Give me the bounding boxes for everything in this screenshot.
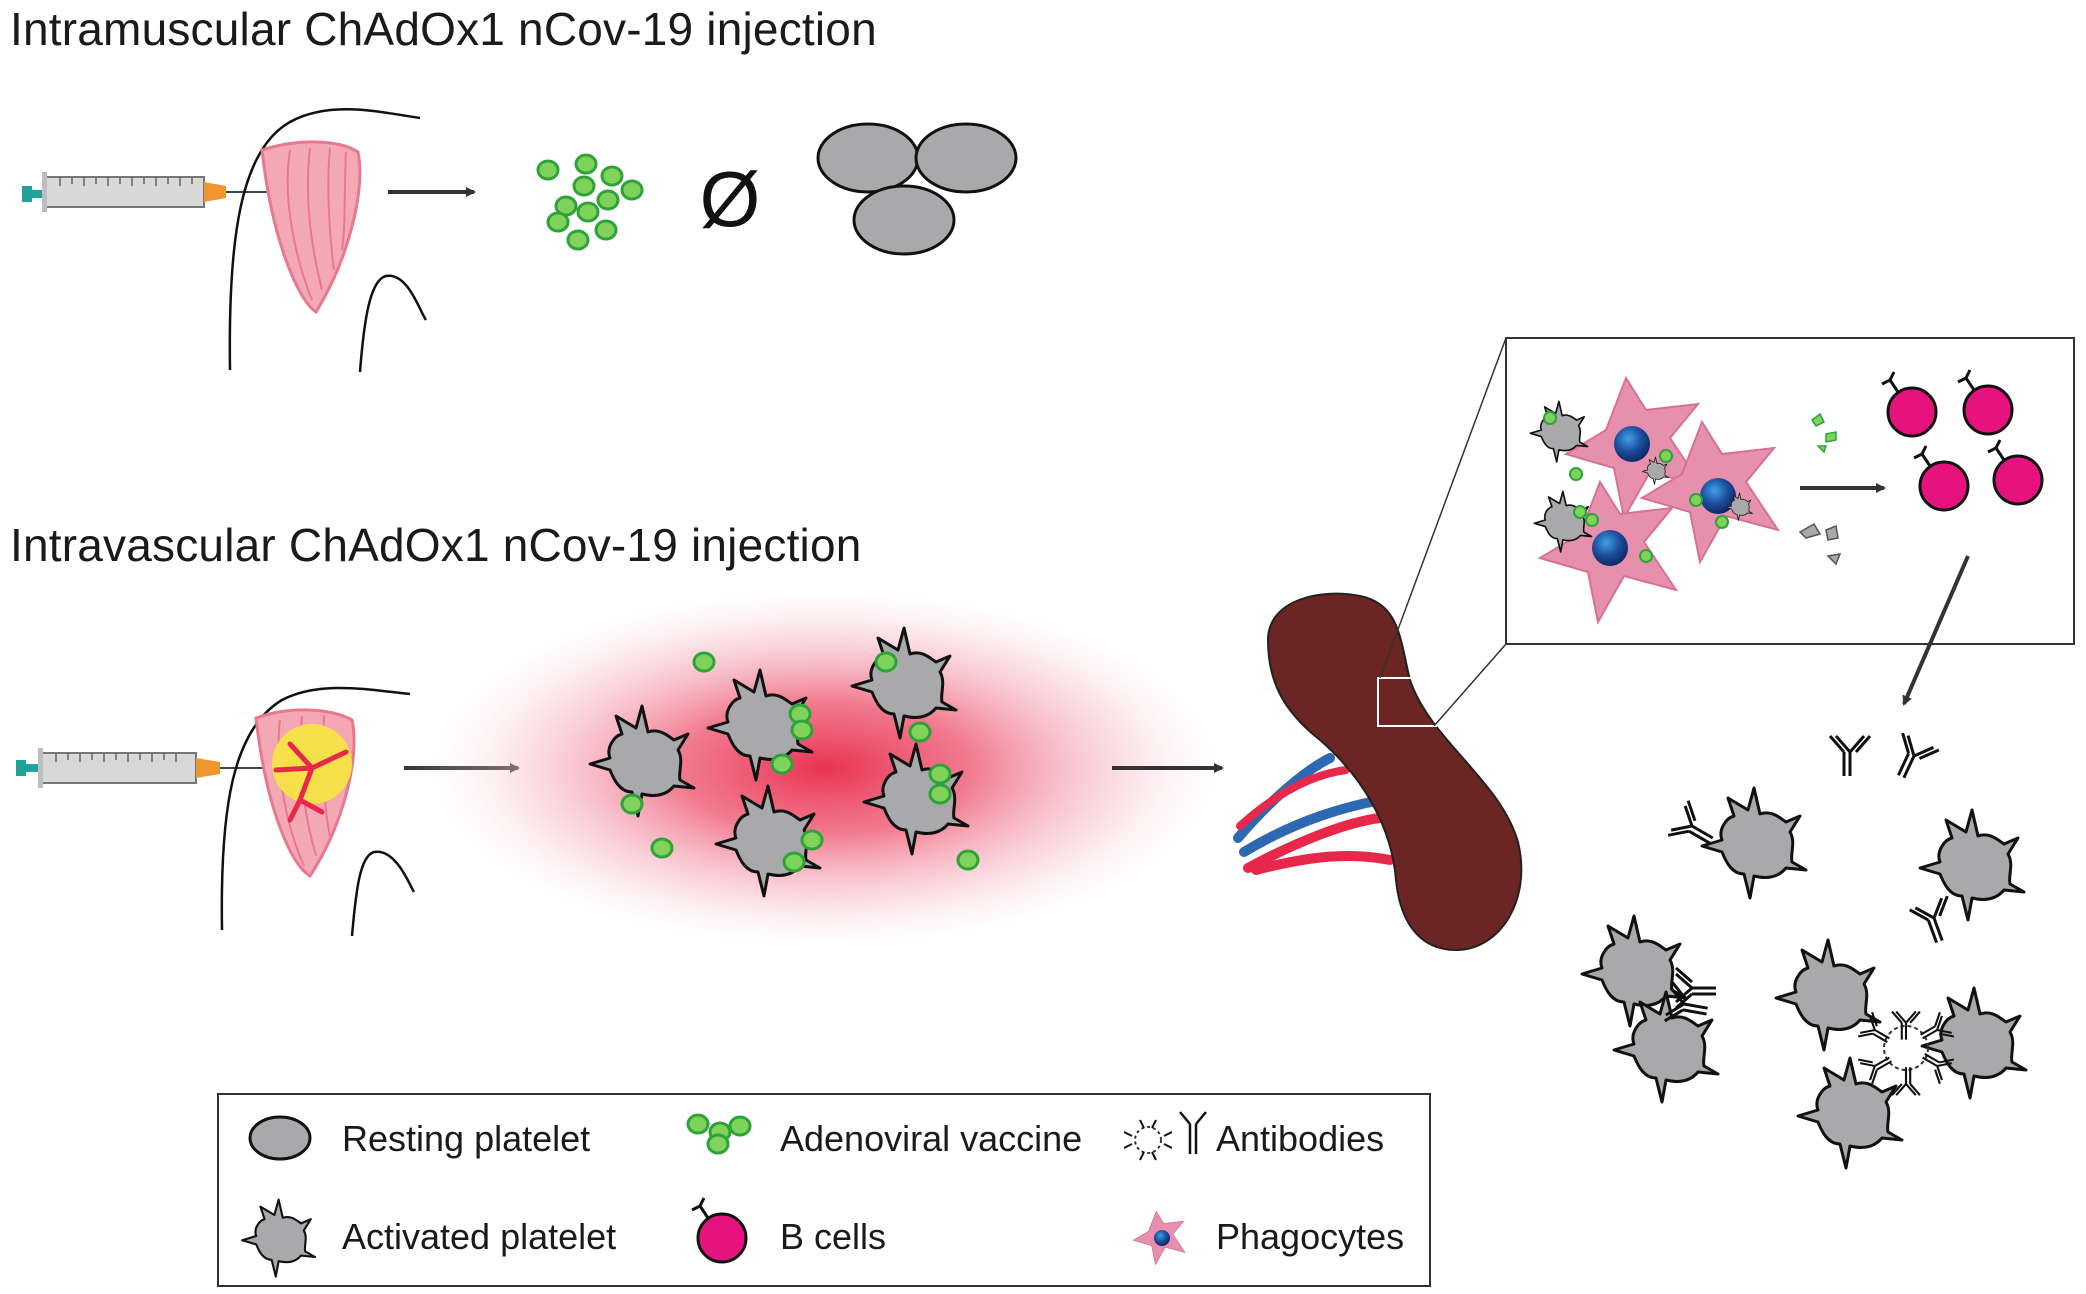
inflammation-zone bbox=[405, 578, 1245, 958]
vaccine-particle-cluster bbox=[536, 153, 644, 251]
arrow-icon bbox=[1902, 555, 1970, 706]
legend-label-resting-platelet: Resting platelet bbox=[342, 1118, 591, 1159]
intramuscular-title: Intramuscular ChAdOx1 nCov-19 injection bbox=[10, 3, 877, 55]
antibody-group bbox=[1828, 731, 1941, 788]
no-effect-symbol: Ø bbox=[700, 155, 761, 243]
antibody-coated-platelets bbox=[1580, 786, 2028, 1170]
shoulder-muscle-icon bbox=[220, 686, 416, 937]
legend-label-phagocytes: Phagocytes bbox=[1216, 1216, 1405, 1257]
phagocyte-icon bbox=[1133, 1211, 1186, 1265]
syringe-icon bbox=[22, 172, 320, 212]
syringe-icon bbox=[16, 748, 290, 788]
blood-vessels bbox=[1233, 753, 1395, 875]
immune-complex bbox=[1857, 1010, 1955, 1097]
spleen-icon bbox=[1266, 592, 1523, 952]
nucleus-group bbox=[1592, 426, 1736, 566]
intravascular-title: Intravascular ChAdOx1 nCov-19 injection bbox=[10, 519, 862, 571]
legend-label-adenoviral-vaccine: Adenoviral vaccine bbox=[780, 1118, 1083, 1159]
legend-label-b-cells: B cells bbox=[780, 1216, 887, 1257]
platelet-icon bbox=[248, 1115, 312, 1161]
legend-box bbox=[217, 1093, 1431, 1287]
legend-label-activated-platelet: Activated platelet bbox=[342, 1216, 617, 1257]
vaccine-fragments bbox=[1810, 412, 1837, 454]
shoulder-muscle-icon bbox=[228, 108, 428, 373]
resting-platelet-cluster bbox=[816, 122, 1018, 256]
antibody-icon bbox=[1123, 1111, 1207, 1161]
platelet-fragments bbox=[1798, 522, 1842, 566]
legend-label-antibodies: Antibodies bbox=[1216, 1118, 1385, 1159]
spleen-inset-panel bbox=[1505, 337, 2075, 645]
vaccine-particle-cluster bbox=[1543, 411, 1729, 563]
zoom-region bbox=[1377, 677, 1437, 727]
